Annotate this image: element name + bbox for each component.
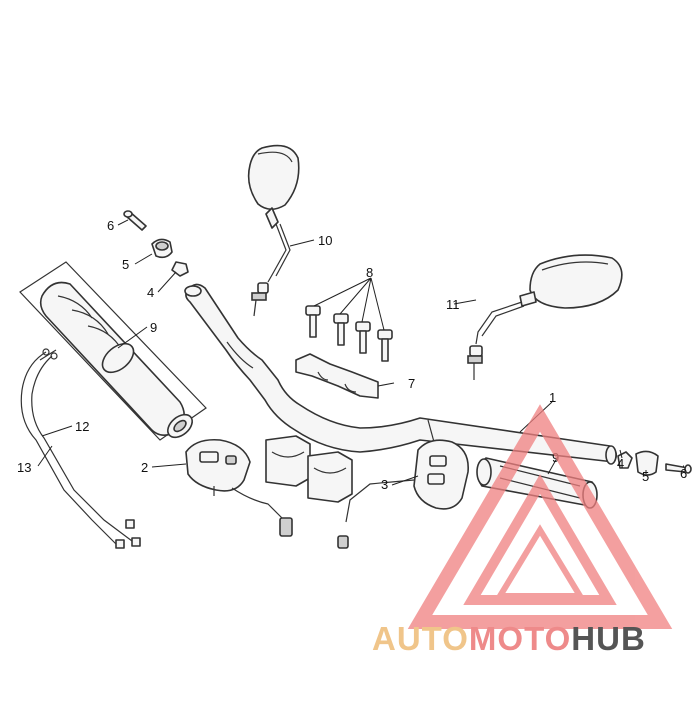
callout-6-right: 6 bbox=[680, 466, 687, 481]
watermark-auto: AUTO bbox=[372, 620, 469, 657]
left-switch-housing bbox=[185, 438, 293, 537]
watermark-moto: MOTO bbox=[469, 620, 571, 657]
callout-5-left: 5 bbox=[122, 257, 129, 272]
right-switch-housing bbox=[337, 439, 469, 549]
clamp-bolts bbox=[305, 305, 393, 362]
leader-lines bbox=[37, 219, 684, 486]
callout-8: 8 bbox=[366, 265, 373, 280]
automotohub-watermark: AUTOMOTOHUB bbox=[372, 404, 673, 657]
left-mirror bbox=[247, 144, 300, 317]
handlebar-risers bbox=[265, 435, 353, 503]
callout-9-left: 9 bbox=[150, 320, 157, 335]
callout-6-left: 6 bbox=[107, 218, 114, 233]
watermark-hub: HUB bbox=[571, 620, 646, 657]
throttle-cables bbox=[20, 348, 141, 549]
left-bar-end-set bbox=[123, 210, 189, 277]
handlebar bbox=[184, 283, 618, 465]
callout-12: 12 bbox=[75, 419, 89, 434]
left-grip bbox=[19, 261, 207, 441]
right-mirror bbox=[467, 254, 623, 380]
watermark-triangle-logo bbox=[407, 404, 673, 629]
callout-7: 7 bbox=[408, 376, 415, 391]
callout-4-left: 4 bbox=[147, 285, 154, 300]
callout-2: 2 bbox=[141, 460, 148, 475]
callout-11: 11 bbox=[446, 297, 460, 312]
callout-labels: 1 2 3 4 4 5 5 6 6 7 8 9 9 10 11 12 13 bbox=[17, 218, 687, 492]
callout-1: 1 bbox=[549, 390, 556, 405]
callout-10: 10 bbox=[318, 233, 332, 248]
callout-5-right: 5 bbox=[642, 469, 649, 484]
watermark-text: AUTOMOTOHUB bbox=[372, 620, 646, 657]
upper-clamp bbox=[295, 353, 379, 399]
callout-13: 13 bbox=[17, 460, 31, 475]
callout-3: 3 bbox=[381, 477, 388, 492]
callout-4-right: 4 bbox=[617, 456, 624, 471]
